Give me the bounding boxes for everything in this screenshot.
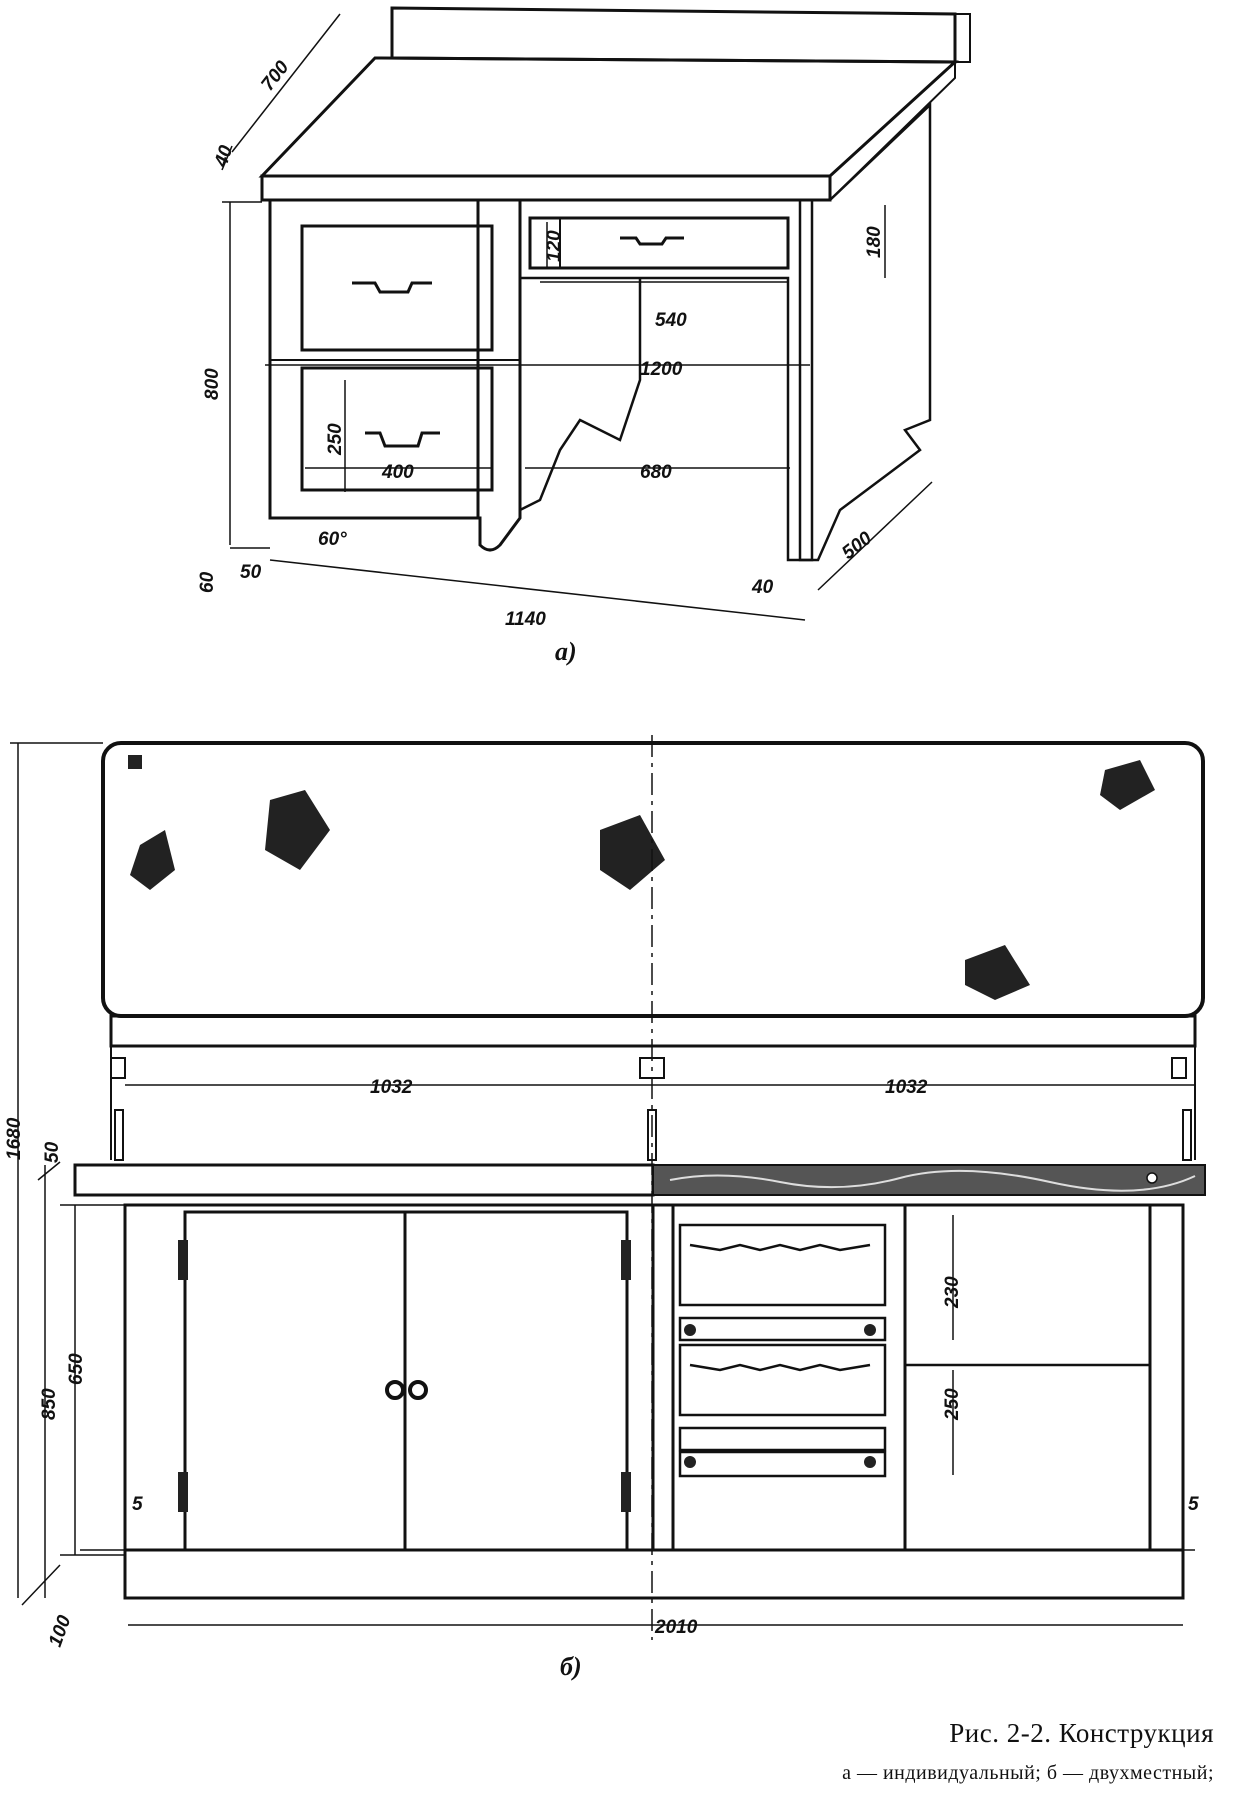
dim-a-top-w: 1200 bbox=[640, 359, 683, 380]
dim-b-top-thickness: 50 bbox=[42, 1141, 63, 1163]
figure-caption-legend: а — индивидуальный; б — двухместный; bbox=[842, 1762, 1214, 1784]
dim-b-table-h: 850 bbox=[39, 1388, 60, 1420]
spot-6 bbox=[965, 945, 1030, 1000]
dim-a-plinth-offset: 50 bbox=[240, 562, 262, 583]
figure-b-desk: 1032 1032 1680 50 850 650 5 230 250 5 10… bbox=[4, 735, 1206, 1681]
figure-caption: Рис. 2-2. Конструкция bbox=[949, 1718, 1214, 1748]
dim-a-drawer-h: 250 bbox=[325, 423, 346, 456]
dim-b-gap-left: 5 bbox=[132, 1494, 143, 1515]
dim-a-drawer-small-h: 120 bbox=[544, 230, 565, 262]
figure-b-label: б) bbox=[560, 1652, 582, 1681]
spot-3 bbox=[265, 790, 330, 870]
figure-a-label: а) bbox=[555, 637, 577, 666]
dim-b-cabinet-h: 650 bbox=[66, 1353, 87, 1385]
dim-a-leg-w: 40 bbox=[751, 577, 774, 598]
figure-a-desk: 700 40 800 120 180 540 1200 250 400 680 … bbox=[197, 6, 971, 666]
dim-a-height: 800 bbox=[202, 368, 223, 400]
dim-a-side-depth: 500 bbox=[838, 528, 876, 564]
dim-b-overall-w: 2010 bbox=[654, 1617, 698, 1638]
dim-a-top-thickness: 40 bbox=[210, 143, 237, 171]
dim-b-section-left: 1032 bbox=[370, 1077, 413, 1098]
spot-2 bbox=[130, 830, 175, 890]
door-knob-right bbox=[408, 1380, 428, 1400]
dim-a-angle: 60° bbox=[318, 529, 347, 550]
dim-a-plinth-h: 60 bbox=[197, 571, 218, 593]
spot-5 bbox=[1100, 760, 1155, 810]
dim-b-shelf-230: 230 bbox=[942, 1276, 963, 1309]
dim-b-shelf-250: 250 bbox=[942, 1388, 963, 1421]
door-knob-left bbox=[385, 1380, 405, 1400]
dim-a-legroom-w: 680 bbox=[640, 462, 672, 483]
dim-b-overall-h: 1680 bbox=[4, 1117, 25, 1160]
dim-a-apron-h: 180 bbox=[864, 226, 885, 258]
dim-b-gap-right: 5 bbox=[1188, 1494, 1199, 1515]
dim-a-knee-w: 540 bbox=[655, 310, 687, 331]
dim-b-plinth-h: 100 bbox=[45, 1612, 76, 1649]
dim-a-base-w: 1140 bbox=[505, 609, 546, 630]
spot-4 bbox=[600, 815, 665, 890]
dim-b-section-right: 1032 bbox=[885, 1077, 928, 1098]
dim-a-depth-top: 700 bbox=[257, 57, 293, 95]
spot-1 bbox=[128, 755, 142, 769]
dim-a-drawer-w: 400 bbox=[381, 462, 414, 483]
